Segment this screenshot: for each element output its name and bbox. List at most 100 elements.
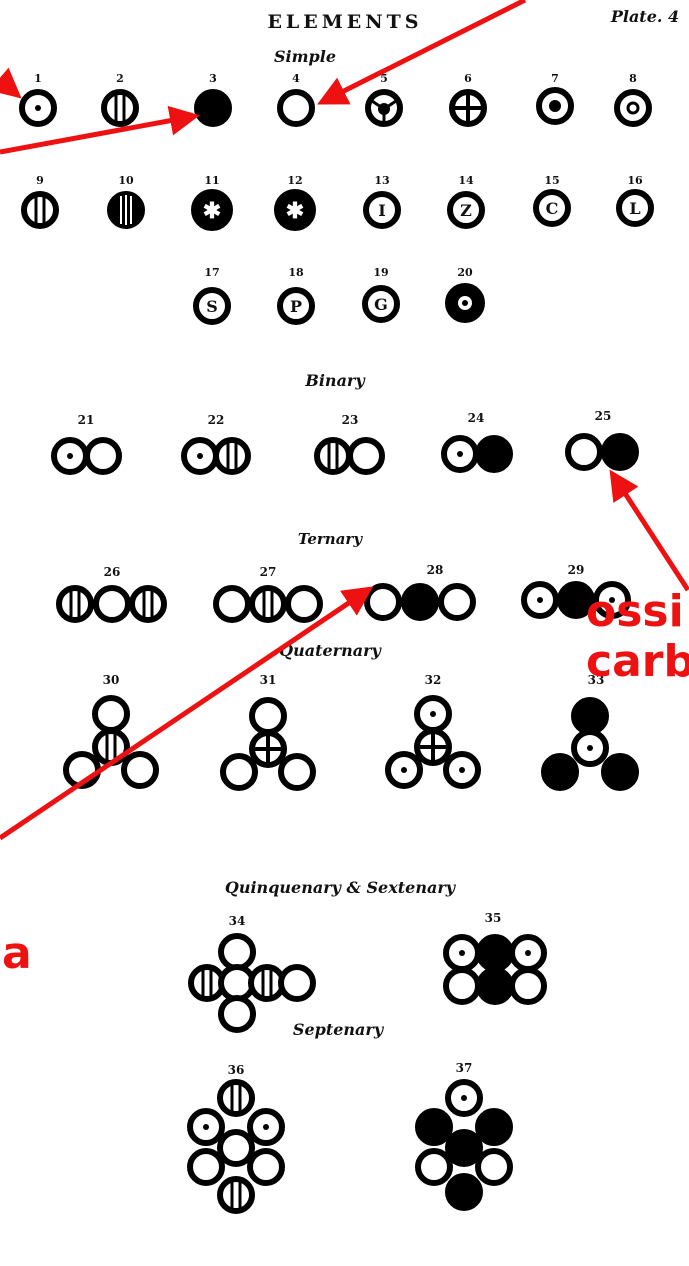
element-phosphorus-symbol xyxy=(365,89,403,127)
element-number: 23 xyxy=(342,413,359,427)
element-silver-symbol: S xyxy=(193,287,231,325)
annotation-label-right-line1: ossi xyxy=(586,586,684,637)
element-number: 11 xyxy=(204,174,219,187)
element-potash-symbol xyxy=(107,191,145,229)
section-title-binary: Binary xyxy=(304,371,366,390)
element-oxygen-symbol xyxy=(277,89,315,127)
compound-22 xyxy=(181,437,251,475)
compound-21 xyxy=(51,437,122,475)
element-number: 4 xyxy=(292,72,300,85)
element-lime-symbol xyxy=(614,89,652,127)
compound-34 xyxy=(188,933,316,1033)
element-number: 30 xyxy=(103,673,120,687)
compound-28 xyxy=(364,583,476,621)
annotation-label-right-line2: carb xyxy=(586,636,689,687)
compound-24 xyxy=(441,435,513,473)
section-title-ternary: Ternary xyxy=(298,530,363,548)
element-carbon-symbol xyxy=(194,89,232,127)
element-number: 22 xyxy=(208,413,225,427)
compound-25 xyxy=(565,433,639,471)
compound-23 xyxy=(314,437,385,475)
iron-letter: I xyxy=(378,201,385,220)
arrow-to-carbon xyxy=(0,105,200,155)
compound-33 xyxy=(541,697,639,791)
element-numbers: 1 2 3 4 5 6 7 8 9 10 11 12 13 14 15 16 1… xyxy=(34,72,643,1077)
element-number: 36 xyxy=(228,1063,245,1077)
element-number: 34 xyxy=(229,914,246,928)
element-number: 8 xyxy=(629,72,637,85)
element-sulphur-symbol xyxy=(449,89,487,127)
element-number: 21 xyxy=(78,413,95,427)
element-number: 9 xyxy=(36,174,44,187)
lead-letter: L xyxy=(629,199,640,218)
element-number: 25 xyxy=(595,409,612,423)
element-number: 12 xyxy=(287,174,302,187)
element-number: 27 xyxy=(260,565,277,579)
section-title-septenary: Septenary xyxy=(293,1020,385,1039)
element-magnesia-symbol xyxy=(536,87,574,125)
compound-32 xyxy=(385,695,481,789)
element-number: 6 xyxy=(464,72,472,85)
element-number: 18 xyxy=(288,266,304,279)
element-azote-symbol xyxy=(101,89,139,127)
zinc-letter: Z xyxy=(460,201,472,220)
element-number: 29 xyxy=(568,563,585,577)
element-number: 16 xyxy=(627,174,643,187)
arrow-to-hydrogen xyxy=(0,67,22,99)
element-soda-symbol xyxy=(21,191,59,229)
element-number: 17 xyxy=(204,266,219,279)
element-number: 1 xyxy=(34,72,42,85)
arrow-to-oxygen xyxy=(317,0,527,105)
element-number: 31 xyxy=(260,673,277,687)
section-title-quaternary: Quaternary xyxy=(279,641,382,660)
element-copper-symbol: C xyxy=(533,189,571,227)
element-number: 28 xyxy=(427,563,444,577)
element-number: 14 xyxy=(458,174,474,187)
barytes-mark: ✱ xyxy=(286,198,304,224)
platina-letter: P xyxy=(290,297,302,316)
compound-37 xyxy=(415,1079,513,1211)
element-number: 20 xyxy=(457,266,473,279)
element-number: 10 xyxy=(118,174,134,187)
annotation-arrows xyxy=(0,0,689,841)
section-title-quinquenary: Quinquenary & Sextenary xyxy=(225,878,457,897)
element-mercury-symbol xyxy=(445,283,485,323)
plate-number: Plate. 4 xyxy=(610,7,679,26)
compound-29 xyxy=(521,581,631,619)
compound-36 xyxy=(187,1079,285,1214)
compound-35 xyxy=(443,934,547,1005)
element-lead-symbol: L xyxy=(616,189,654,227)
arrow-to-compound-25 xyxy=(609,469,689,592)
element-number: 15 xyxy=(544,174,559,187)
silver-letter: S xyxy=(206,297,218,316)
compound-27 xyxy=(213,585,323,623)
element-number: 3 xyxy=(209,72,217,85)
element-iron-symbol: I xyxy=(363,191,401,229)
compound-31 xyxy=(220,697,316,791)
element-strontites-symbol: ✱ xyxy=(191,189,233,231)
element-number: 2 xyxy=(116,72,124,85)
element-number: 19 xyxy=(373,266,388,279)
arrow-to-compound-28 xyxy=(0,586,374,841)
element-number: 37 xyxy=(456,1061,473,1075)
element-number: 26 xyxy=(104,565,121,579)
gold-letter: G xyxy=(374,295,388,314)
element-barytes-symbol: ✱ xyxy=(274,189,316,231)
section-title-simple: Simple xyxy=(274,47,336,66)
element-number: 13 xyxy=(374,174,389,187)
annotation-label-left: a xyxy=(2,928,32,979)
element-number: 7 xyxy=(551,72,559,85)
element-zinc-symbol: Z xyxy=(447,191,485,229)
element-number: 5 xyxy=(380,72,388,85)
compound-26 xyxy=(56,585,167,623)
element-number: 35 xyxy=(485,911,502,925)
copper-letter: C xyxy=(546,199,559,218)
plate-heading: ELEMENTS xyxy=(267,11,422,33)
element-number: 33 xyxy=(588,673,605,687)
element-platina-symbol: P xyxy=(277,287,315,325)
element-number: 32 xyxy=(425,673,442,687)
element-gold-symbol: G xyxy=(362,285,400,323)
strontites-mark: ✱ xyxy=(203,198,221,224)
element-hydrogen-symbol xyxy=(19,89,57,127)
